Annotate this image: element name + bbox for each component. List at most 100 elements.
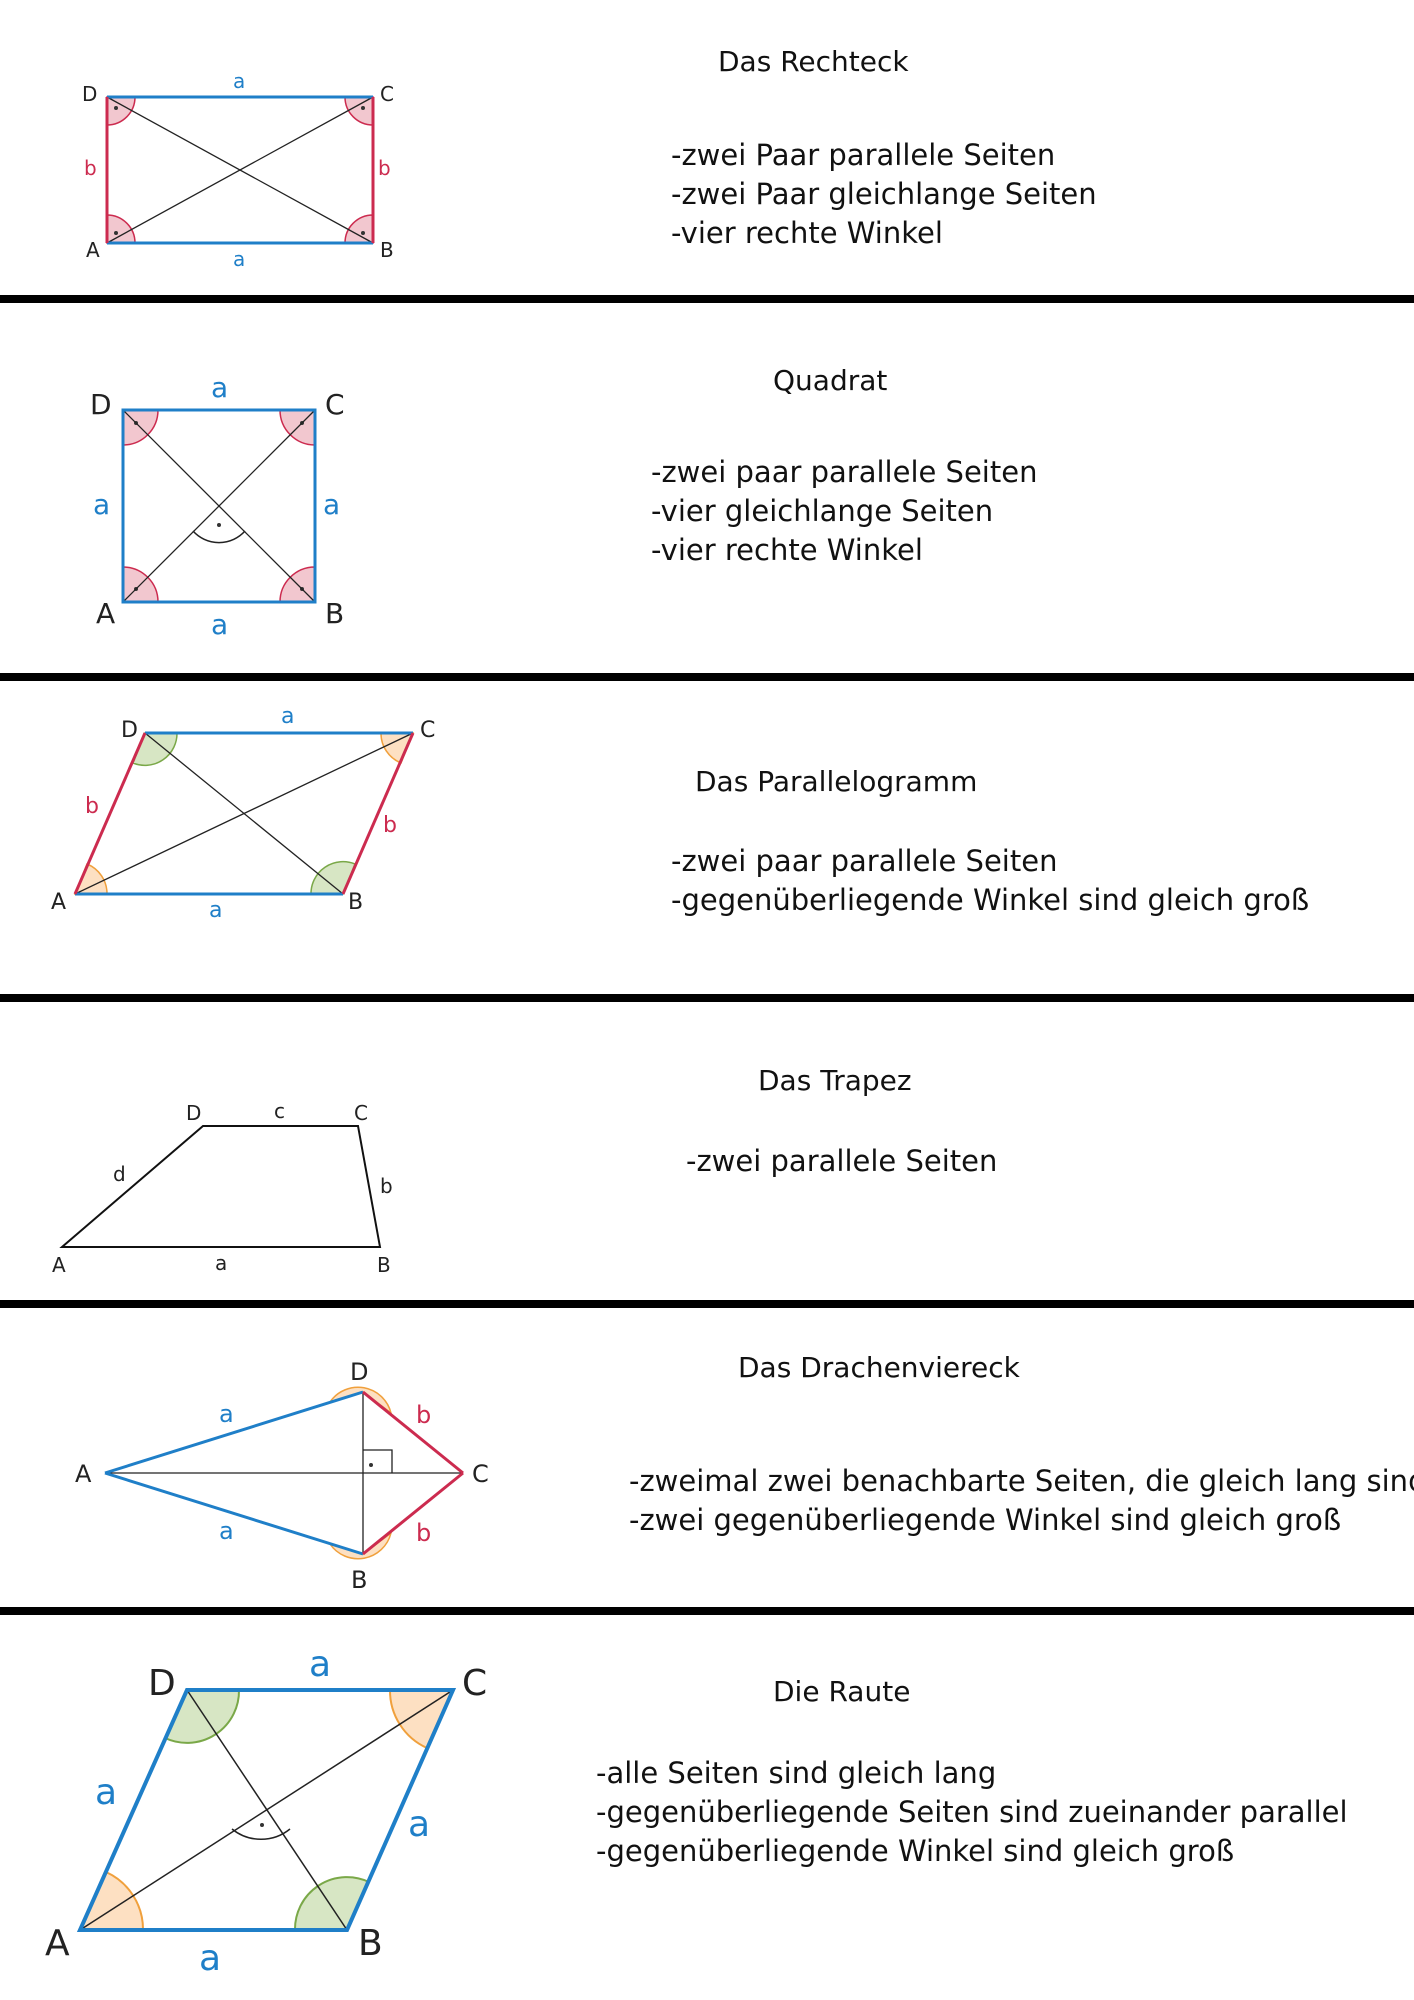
section-raute: D C A B a a a a Die Raute -alle Seiten s…: [0, 1615, 1414, 2000]
side-label: b: [416, 1519, 431, 1547]
diagonal-line: [186, 1689, 348, 1931]
vertex-label: C: [462, 1663, 487, 1704]
side-label: a: [219, 1517, 234, 1545]
vertex-label: B: [377, 1253, 391, 1277]
property-item: -zwei gegenüberliegende Winkel sind glei…: [629, 1503, 1342, 1537]
property-item: -gegenüberliegende Winkel sind gleich gr…: [671, 883, 1310, 917]
side-line: [104, 1390, 364, 1475]
vertex-label: B: [351, 1566, 367, 1594]
parallelogram-diagram: D C A B a a b b: [51, 704, 435, 923]
side-label: a: [408, 1804, 430, 1845]
rectangle-diagram: D C A B a a b b: [82, 69, 394, 271]
vertex-label: C: [472, 1460, 489, 1488]
shape-title: Das Parallelogramm: [695, 765, 978, 798]
property-list: -zweimal zwei benachbarte Seiten, die gl…: [629, 1462, 1414, 1540]
property-item: -zwei Paar parallele Seiten: [671, 138, 1056, 172]
vertex-label: B: [358, 1923, 383, 1964]
side-label: a: [309, 1644, 331, 1685]
property-item: -zwei Paar gleichlange Seiten: [671, 177, 1097, 211]
property-item: -gegenüberliegende Winkel sind gleich gr…: [596, 1834, 1235, 1868]
property-list: -zwei parallele Seiten: [686, 1142, 997, 1181]
square-diagram: D C A B a a a a: [90, 371, 345, 641]
property-list: -zwei Paar parallele Seiten -zwei Paar g…: [671, 136, 1097, 253]
vertex-label: D: [121, 718, 138, 743]
vertex-label: A: [52, 1253, 66, 1277]
vertex-label: D: [186, 1101, 201, 1125]
side-label: d: [113, 1162, 126, 1186]
vertex-label: A: [75, 1460, 92, 1488]
side-label: a: [95, 1772, 117, 1813]
vertex-label: C: [354, 1101, 368, 1125]
property-item: -vier rechte Winkel: [671, 216, 943, 250]
vertex-label: A: [96, 597, 115, 630]
section-divider: [0, 673, 1414, 681]
vertex-label: B: [325, 597, 344, 630]
side-label: a: [219, 1400, 234, 1428]
side-label: c: [274, 1099, 285, 1123]
side-label: a: [209, 898, 222, 923]
rhombus-diagram: D C A B a a a a: [45, 1644, 487, 1979]
square-outline: [121, 408, 317, 604]
rhombus-outline: [76, 1688, 457, 1932]
vertex-label: A: [51, 890, 66, 915]
shape-title: Quadrat: [773, 364, 888, 397]
side-line: [104, 1471, 364, 1556]
property-list: -zwei paar parallele Seiten -gegenüberli…: [671, 842, 1309, 920]
vertex-label: B: [380, 238, 394, 262]
side-label: b: [383, 813, 397, 838]
shape-title: Die Raute: [773, 1675, 911, 1708]
vertex-label: D: [82, 82, 97, 106]
side-label: a: [211, 371, 228, 404]
side-label: a: [215, 1251, 227, 1275]
vertex-label: D: [350, 1358, 368, 1386]
vertex-label: C: [420, 718, 435, 743]
vertex-label: B: [348, 890, 363, 915]
side-line: [362, 1471, 464, 1556]
property-item: -zwei paar parallele Seiten: [651, 455, 1038, 489]
side-label: a: [199, 1938, 221, 1979]
section-divider: [0, 1300, 1414, 1308]
section-parallelogramm: D C A B a a b b Das Parallelogramm -zwei…: [0, 681, 1414, 994]
property-item: -zweimal zwei benachbarte Seiten, die gl…: [629, 1464, 1414, 1498]
side-line: [362, 1390, 464, 1475]
angle-marks: [73, 732, 415, 895]
property-list: -zwei paar parallele Seiten -vier gleich…: [651, 453, 1037, 570]
property-item: -alle Seiten sind gleich lang: [596, 1756, 997, 1790]
side-label: a: [211, 608, 228, 641]
property-item: -zwei parallele Seiten: [686, 1144, 998, 1178]
property-item: -vier gleichlange Seiten: [651, 494, 994, 528]
section-rechteck: D C A B a a b b Das Rechteck -zwei Paar …: [0, 0, 1414, 295]
trapezoid-outline: [59, 1125, 382, 1248]
kite-diagram: D C A B a a b b: [75, 1358, 489, 1594]
section-divider: [0, 1607, 1414, 1615]
side-line: [341, 732, 415, 895]
vertex-label: A: [86, 238, 100, 262]
shape-title: Das Rechteck: [718, 45, 909, 78]
trapezoid-diagram: D C A B c a d b: [52, 1099, 393, 1277]
side-label: b: [378, 156, 391, 180]
property-item: -zwei paar parallele Seiten: [671, 844, 1058, 878]
vertex-label: C: [380, 82, 394, 106]
shape-title: Das Drachenviereck: [738, 1351, 1020, 1384]
side-label: a: [281, 704, 294, 729]
section-trapez: D C A B c a d b Das Trapez -zwei paralle…: [0, 1002, 1414, 1300]
side-label: b: [85, 794, 99, 819]
section-quadrat: D C A B a a a a Quadrat -zwei paar paral…: [0, 303, 1414, 673]
vertex-label: A: [45, 1923, 70, 1964]
vertex-label: D: [148, 1663, 176, 1704]
side-label: a: [233, 247, 245, 271]
property-item: -gegenüberliegende Seiten sind zueinande…: [596, 1795, 1348, 1829]
section-divider: [0, 994, 1414, 1002]
side-label: a: [323, 488, 340, 521]
side-label: b: [380, 1174, 393, 1198]
diagonal-line: [144, 732, 344, 895]
angle-marks: [328, 1386, 393, 1560]
property-list: -alle Seiten sind gleich lang -gegenüber…: [596, 1754, 1348, 1871]
side-label: b: [416, 1401, 431, 1429]
side-label: a: [233, 69, 245, 93]
property-item: -vier rechte Winkel: [651, 533, 923, 567]
vertex-label: C: [325, 388, 345, 421]
shape-title: Das Trapez: [758, 1064, 912, 1097]
side-label: b: [84, 156, 97, 180]
section-drachenviereck: D C A B a a b b Das Drachenviereck -zwei…: [0, 1308, 1414, 1607]
